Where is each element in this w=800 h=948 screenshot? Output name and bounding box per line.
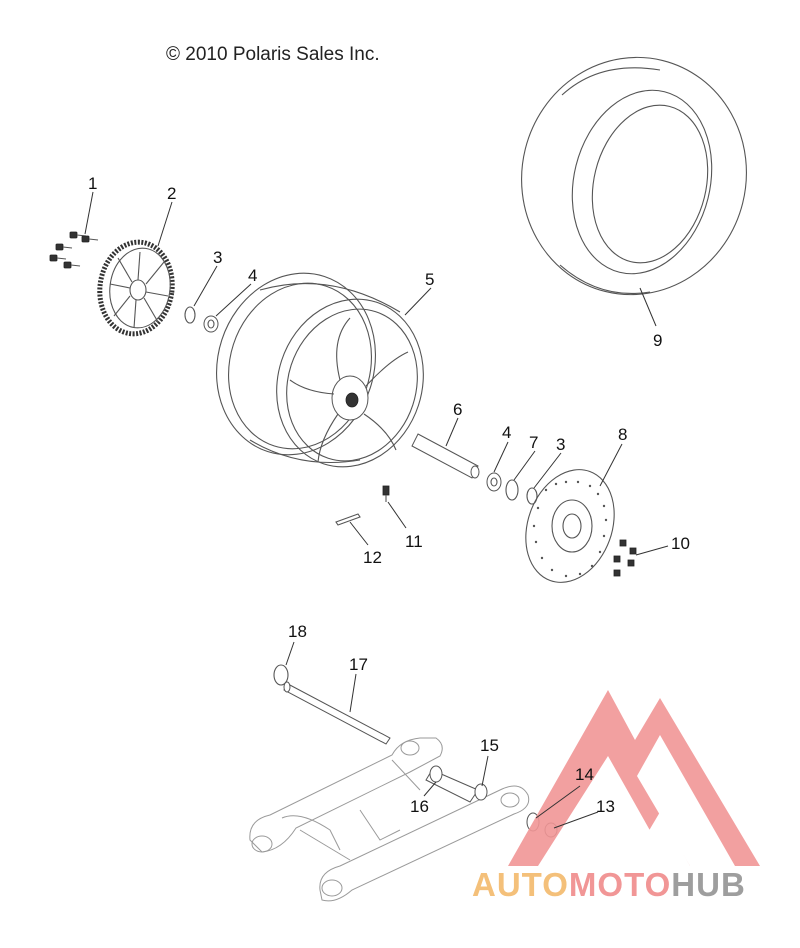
spacer-ring xyxy=(505,479,519,501)
callout-6: 6 xyxy=(453,400,462,419)
wheel-weight xyxy=(335,513,361,526)
callout-3a: 3 xyxy=(213,248,222,267)
disc-bolts xyxy=(613,539,637,577)
drive-pulley xyxy=(97,239,175,337)
snap-ring-left xyxy=(184,306,196,324)
callout-9: 9 xyxy=(653,331,662,350)
tire xyxy=(521,56,747,296)
watermark-part-hub: HUB xyxy=(671,866,746,903)
callout-8: 8 xyxy=(618,425,627,444)
callout-17: 17 xyxy=(349,655,368,674)
callout-11: 11 xyxy=(405,532,423,551)
pulley-bolts xyxy=(49,231,99,269)
watermark-wordmark: AUTOMOTOHUB xyxy=(472,866,746,904)
pivot-seal xyxy=(474,783,488,801)
callout-16: 16 xyxy=(410,797,429,816)
callout-4b: 4 xyxy=(502,423,511,442)
leader-lines xyxy=(84,191,669,829)
callout-4a: 4 xyxy=(248,266,257,285)
watermark-part-moto: MOTO xyxy=(568,866,672,903)
callout-12: 12 xyxy=(363,548,382,567)
pivot-bushing xyxy=(425,765,479,803)
callout-7: 7 xyxy=(529,433,538,452)
watermark-logo xyxy=(508,690,760,866)
rear-wheel xyxy=(216,272,424,468)
copyright-notice: © 2010 Polaris Sales Inc. xyxy=(166,44,380,65)
callout-labels: 1 2 3 4 5 6 4 7 3 8 9 10 11 12 13 14 15 … xyxy=(88,174,690,816)
watermark-part-auto: AUTO xyxy=(472,866,569,903)
callout-2: 2 xyxy=(167,184,176,203)
bearing-right xyxy=(486,472,502,492)
bearing-left xyxy=(203,315,219,333)
brake-disc xyxy=(525,469,615,583)
snap-ring-right xyxy=(526,487,538,505)
callout-14: 14 xyxy=(575,765,594,784)
valve-stem xyxy=(382,485,390,502)
callout-13: 13 xyxy=(596,797,615,816)
callout-5: 5 xyxy=(425,270,434,289)
callout-10: 10 xyxy=(671,534,690,553)
pivot-washer xyxy=(273,664,289,686)
callout-3b: 3 xyxy=(556,435,565,454)
axle xyxy=(411,433,480,479)
pivot-shaft xyxy=(283,681,391,745)
callout-1: 1 xyxy=(88,174,97,193)
callout-15: 15 xyxy=(480,736,499,755)
swingarm xyxy=(249,737,530,902)
callout-18: 18 xyxy=(288,622,307,641)
